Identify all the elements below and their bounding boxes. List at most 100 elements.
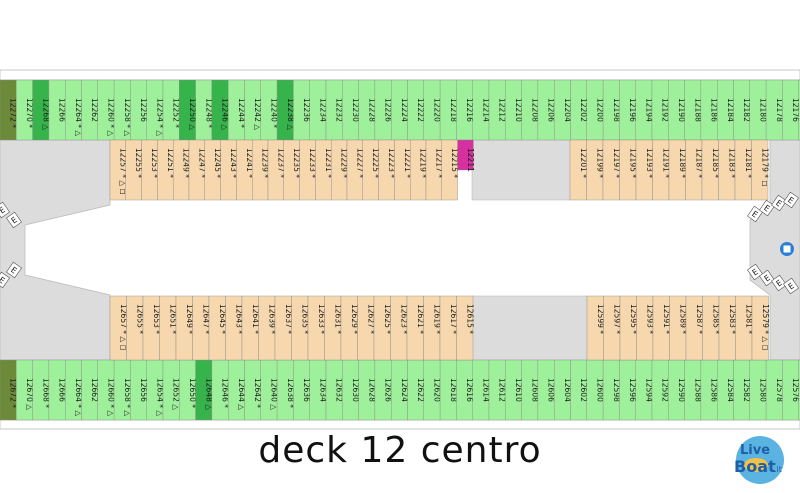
cabin-number-label: 12182 xyxy=(742,98,751,122)
cabin-number-label: 12254 * △ xyxy=(155,98,164,136)
cabin-number-label: 12636 xyxy=(302,378,311,402)
outer-frame-top xyxy=(0,69,800,81)
cabin-12179 xyxy=(751,139,769,201)
elevator-label: E xyxy=(751,267,760,277)
cabin-number-label: 12270 * xyxy=(25,98,34,128)
cabin-number-label: 12664 * △ xyxy=(74,378,83,416)
cabin-number-label: 12238 △ xyxy=(286,98,295,130)
elevator-icon xyxy=(771,274,787,292)
cabin-12574 xyxy=(798,359,800,421)
elevator-label: E xyxy=(9,265,18,275)
cabin-number-label: 12179 * ◻ xyxy=(760,148,769,187)
elevator-label: E xyxy=(786,195,795,205)
cabin-number-label: 12180 xyxy=(758,98,767,122)
cabin-number-label: 12582 xyxy=(742,378,751,402)
cabin-number-label: 12656 xyxy=(139,378,148,402)
cabin-12579 xyxy=(751,295,769,361)
cabin-number-label: 12644 △ xyxy=(237,378,246,410)
cabin-number-label: 12602 xyxy=(579,378,588,402)
cabin-number-label: 12621 * xyxy=(416,304,425,334)
cabin-number-label: 12248 * xyxy=(204,98,213,128)
cabin-number-label: 12590 xyxy=(677,378,686,402)
cabin-number-label: 12634 xyxy=(318,378,327,402)
cabin-number-label: 12653 * xyxy=(152,304,161,334)
cabin-number-label: 12594 xyxy=(644,378,653,402)
cabin-number-label: 12186 xyxy=(710,98,719,122)
cabin-number-label: 12587 * xyxy=(695,304,704,334)
cabin-number-label: 12595 * xyxy=(629,304,638,334)
cabin-number-label: 12614 xyxy=(481,378,490,402)
cabin-12615 xyxy=(456,295,474,361)
cabin-number-label: 12657 * △ ◻ xyxy=(119,304,128,351)
elevator-label: E xyxy=(750,209,759,219)
cabin-number-label: 12187 * xyxy=(694,148,703,178)
elevator-icon xyxy=(6,261,22,279)
elevator-label: E xyxy=(762,203,771,213)
cabin-number-label: 12239 * xyxy=(261,148,270,178)
cabin-number-label: 12190 xyxy=(677,98,686,122)
cabin-number-label: 12668 * xyxy=(41,378,50,408)
elevator-label: E xyxy=(0,205,7,215)
elevator-label: E xyxy=(0,275,6,285)
cabin-number-label: 12258 * △ xyxy=(123,98,132,136)
cabin-number-label: 12197 * xyxy=(612,148,621,178)
elevator-icon xyxy=(0,201,10,219)
cabin-number-label: 12202 xyxy=(579,98,588,122)
cabin-number-label: 12596 xyxy=(628,378,637,402)
cabin-number-label: 12670 △ xyxy=(25,378,34,410)
cabin-number-label: 12606 xyxy=(547,378,556,402)
cabin-number-label: 12193 * xyxy=(645,148,654,178)
cabin-number-label: 12615 * xyxy=(465,304,474,334)
cabin-number-label: 12242 △ xyxy=(253,98,262,130)
elevator-icon xyxy=(747,263,763,281)
cabin-number-label: 12635 * xyxy=(300,304,309,334)
cabin-number-label: 12253 * xyxy=(150,148,159,178)
elevator-label: E xyxy=(763,273,772,283)
cabin-number-label: 12628 xyxy=(367,378,376,402)
corridor-area xyxy=(0,139,111,361)
cabin-number-label: 12584 xyxy=(726,378,735,402)
cabin-number-label: 12250 △ xyxy=(188,98,197,130)
cabin-number-label: 12632 xyxy=(335,378,344,402)
cabin-number-label: 12586 xyxy=(710,378,719,402)
cabin-number-label: 12650 * xyxy=(188,378,197,408)
cabin-number-label: 12227 * xyxy=(355,148,364,178)
cabin-number-label: 12666 xyxy=(58,378,67,402)
cabin-number-label: 12623 * xyxy=(399,304,408,334)
cabin-number-label: 12631 * xyxy=(333,304,342,334)
cabin-number-label: 12645 * xyxy=(218,304,227,334)
cabin-number-label: 12640 △ xyxy=(269,378,278,410)
cabin-number-label: 12625 * xyxy=(383,304,392,334)
cabin-number-label: 12196 xyxy=(628,98,637,122)
elevator-icon xyxy=(783,191,799,209)
cabin-number-label: 12629 * xyxy=(350,304,359,334)
cabin-number-label: 12651 * xyxy=(168,304,177,334)
cabin-number-label: 12211 xyxy=(466,148,475,172)
cabin-number-label: 12234 xyxy=(318,98,327,122)
cabin-number-label: 12216 xyxy=(465,98,474,122)
cabin-number-label: 12245 * xyxy=(213,148,222,178)
cabin-number-label: 12272 * xyxy=(9,98,18,128)
cabin-12174 xyxy=(798,79,800,141)
cabin-number-label: 12237 * xyxy=(276,148,285,178)
cabin-number-label: 12226 xyxy=(384,98,393,122)
cabin-number-label: 12264 * △ xyxy=(74,98,83,136)
cabin-number-label: 12672 * xyxy=(9,378,18,408)
cabin-number-label: 12626 xyxy=(384,378,393,402)
cabin-number-label: 12219 * xyxy=(419,148,428,178)
cabin-number-label: 12581 * xyxy=(744,304,753,334)
cabin-number-label: 12208 xyxy=(530,98,539,122)
elevator-icon xyxy=(783,277,799,295)
cabin-number-label: 12188 xyxy=(693,98,702,122)
elevator-icon xyxy=(771,194,787,212)
cabin-number-label: 12191 * xyxy=(661,148,670,178)
cabin-number-label: 12585 * xyxy=(711,304,720,334)
cabin-number-label: 12624 xyxy=(400,378,409,402)
liveboat-logo: Live Boat .it xyxy=(734,436,784,484)
cabin-number-label: 12198 xyxy=(612,98,621,122)
cabin-number-label: 12222 xyxy=(416,98,425,122)
cabin-number-label: 12627 * xyxy=(366,304,375,334)
cabin-number-label: 12255 * xyxy=(134,148,143,178)
cabin-number-label: 12225 * xyxy=(371,148,380,178)
